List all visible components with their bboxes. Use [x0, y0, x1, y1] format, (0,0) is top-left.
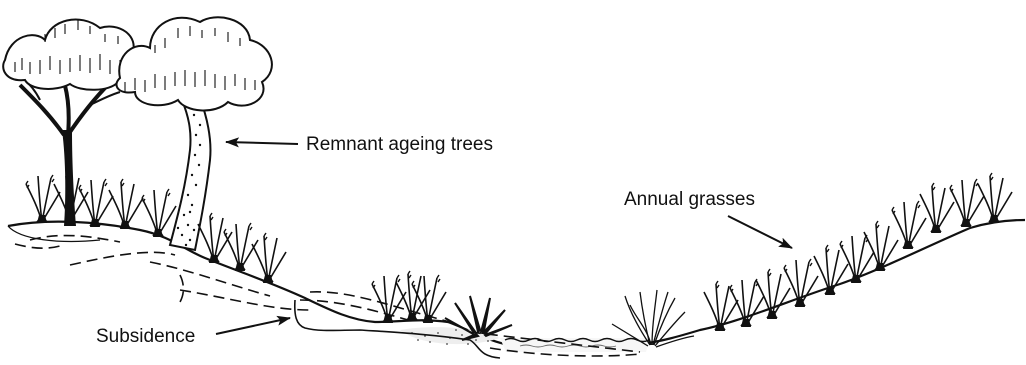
grass-tuft	[412, 275, 446, 323]
grass-tuft	[142, 189, 176, 237]
trees-label: Remnant ageing trees	[306, 134, 493, 155]
subsidence-arrow	[216, 318, 290, 334]
ground-line-lower	[8, 226, 100, 241]
subsidence-label: Subsidence	[96, 326, 195, 347]
grass-tuft	[814, 245, 848, 295]
trees-arrow	[226, 142, 298, 144]
grass-tuft	[26, 175, 60, 223]
grasses-label: Annual grasses	[624, 189, 755, 210]
grass-tuft	[372, 275, 406, 323]
grass-tuft	[784, 259, 818, 307]
grass-tuft	[79, 179, 113, 227]
eucalyptus-tree	[3, 19, 141, 226]
grass-tufts	[26, 173, 1012, 331]
grass-tuft	[704, 281, 738, 331]
grass-tuft	[920, 183, 954, 233]
grasses-arrow	[728, 216, 792, 248]
grass-tuft	[109, 179, 143, 229]
eucalyptus-tree-leaning	[116, 17, 271, 250]
